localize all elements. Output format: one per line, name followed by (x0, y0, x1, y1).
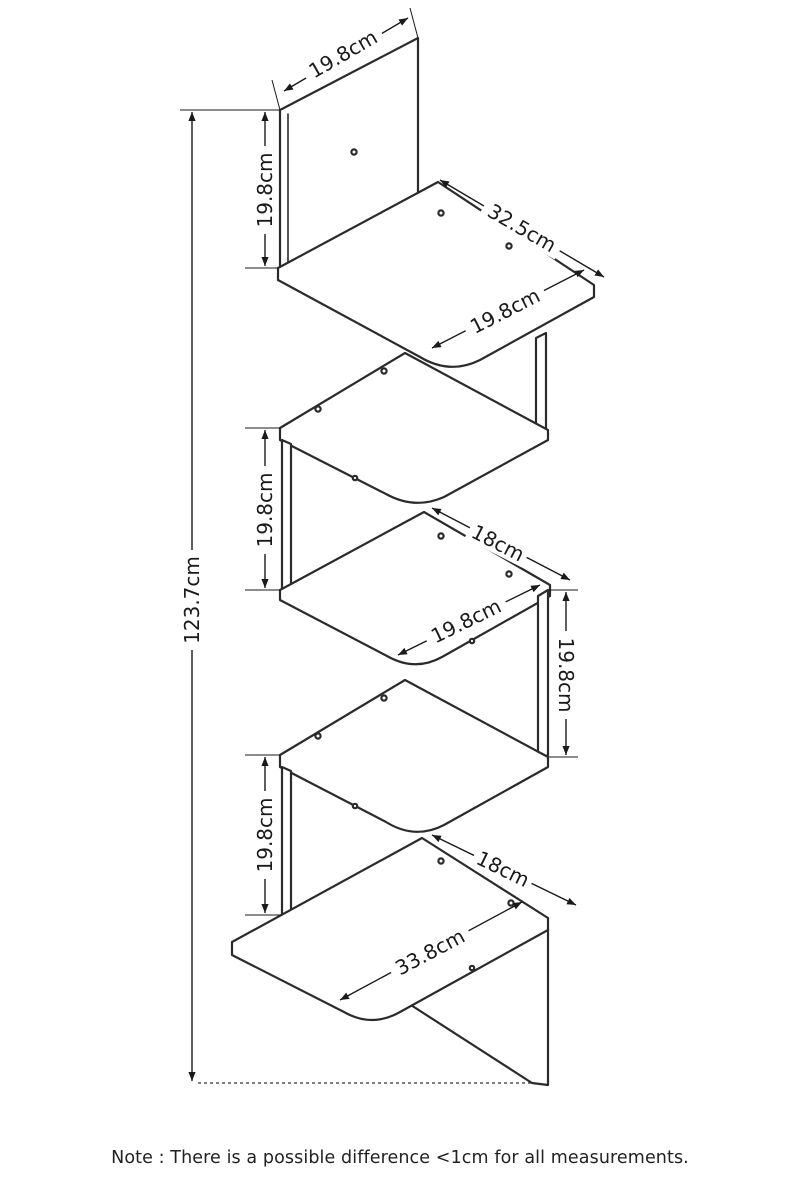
peg-hole (468, 964, 476, 972)
measurement-note: Note : There is a possible difference <1… (111, 1148, 689, 1168)
dim-middle-gap-right: 19.8cm (554, 637, 578, 712)
peg-hole (468, 637, 476, 645)
support-right-1 (534, 331, 548, 439)
peg-hole (507, 899, 515, 907)
peg-hole (505, 570, 513, 578)
peg-hole (437, 209, 445, 217)
peg-hole (351, 802, 359, 810)
shelf-4 (278, 678, 550, 833)
peg-hole (437, 857, 445, 865)
mount-hole (350, 148, 358, 156)
peg-hole (380, 694, 388, 702)
peg-hole (505, 242, 513, 250)
peg-hole (380, 367, 388, 375)
dim-middle-gap-left: 19.8cm (253, 472, 277, 547)
shelf-2 (278, 351, 550, 504)
support-left-4 (280, 765, 293, 922)
support-left-2 (280, 438, 293, 596)
dim-total-height: 123.7cm (180, 556, 204, 644)
peg-hole (314, 405, 322, 413)
shelf-drawing (230, 36, 596, 1087)
peg-hole (437, 532, 445, 540)
dim-top-panel-height: 19.8cm (253, 152, 277, 227)
peg-hole (314, 732, 322, 740)
corner-shelf-diagram: 19.8cm 19.8cm 123.7cm 32.5cm 19.8cm 19.8… (179, 7, 605, 1087)
peg-hole (351, 474, 359, 482)
support-right-3 (536, 588, 550, 762)
dim-lower-gap-left: 19.8cm (253, 797, 277, 872)
